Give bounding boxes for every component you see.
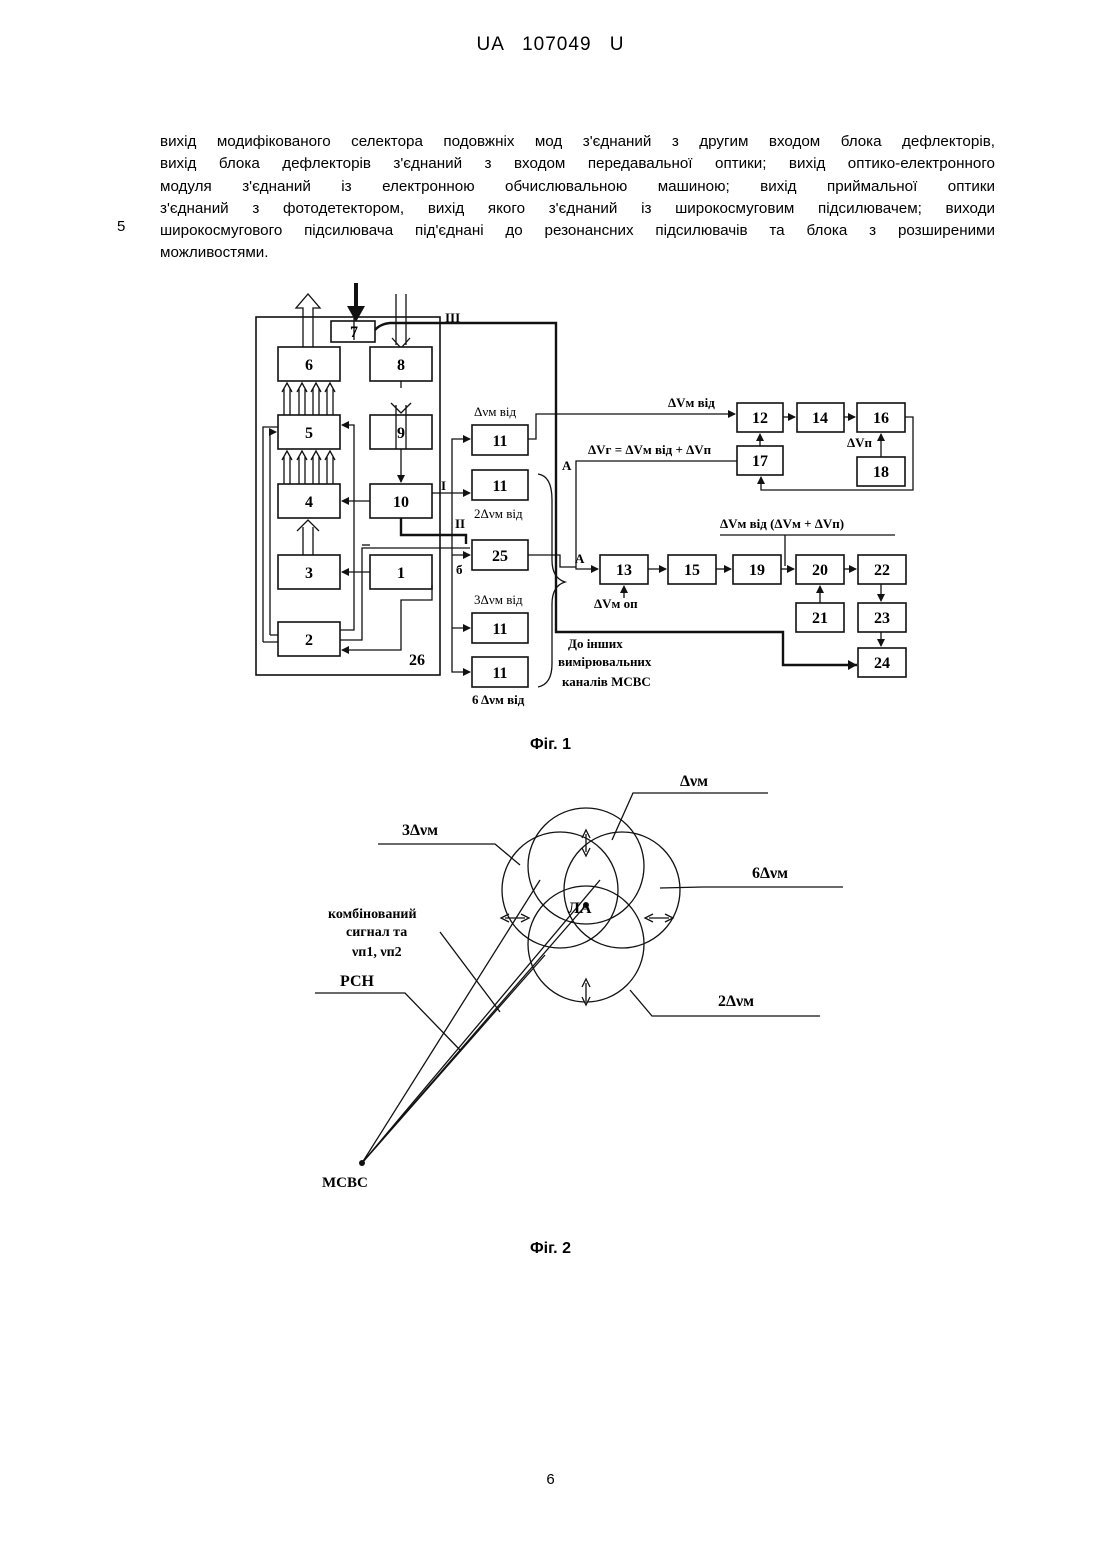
num-23: 23 [874, 610, 890, 627]
num-9: 9 [397, 425, 405, 442]
num-17: 17 [752, 453, 768, 470]
num-25: 25 [492, 548, 508, 565]
label-dvp: ΔVп [847, 435, 873, 450]
label-b: б [456, 562, 463, 577]
label-formula-20: ΔVм від (ΔVм + ΔVп) [720, 516, 844, 531]
num-19: 19 [749, 562, 765, 579]
num-5: 5 [305, 425, 313, 442]
num-11: 11 [492, 665, 507, 682]
label-A-bottom: А [575, 551, 585, 566]
num-11: 11 [492, 478, 507, 495]
label-combined-3: νп1, νп2 [351, 945, 402, 960]
num-15: 15 [684, 562, 700, 579]
label-2dvm: 2Δνм [718, 993, 754, 1010]
label-la: ЛА [568, 900, 592, 917]
num-21: 21 [812, 610, 828, 627]
label-A-top: А [562, 458, 572, 473]
label-ch3: 3Δνм від [474, 592, 523, 607]
label-II: II [455, 516, 465, 531]
num-11: 11 [492, 433, 507, 450]
rays [362, 880, 600, 1163]
label-combined-2: сигнал та [346, 925, 407, 940]
label-3dvm: 3Δνм [402, 822, 438, 839]
figure-1-caption: Фіг. 1 [0, 736, 1101, 754]
label-dvm: Δνм [680, 773, 708, 790]
label-ch6: 6 Δνм від [472, 692, 525, 707]
num-20: 20 [812, 562, 828, 579]
num-2: 2 [305, 632, 313, 649]
source-point [359, 1160, 365, 1166]
num-4: 4 [305, 494, 313, 511]
num-14: 14 [812, 410, 828, 427]
double-arrows [501, 830, 673, 1005]
line-III [375, 323, 857, 665]
brace-text-1: До інших [568, 636, 623, 651]
label-III: III [445, 310, 460, 325]
num-3: 3 [305, 565, 313, 582]
fig1-labels: III I II б А А Δνм від 2Δνм від 3Δνм від… [441, 310, 873, 707]
num-24: 24 [874, 655, 890, 672]
label-formula-17: ΔVг = ΔVм від + ΔVп [588, 442, 712, 457]
num-18: 18 [873, 464, 889, 481]
num-12: 12 [752, 410, 768, 427]
figure-2-diagram: Δνм 3Δνм 6Δνм 2Δνм ЛА комбінований сигна… [315, 773, 843, 1191]
brace-text-3: каналів МСВС [562, 674, 651, 689]
circle-3dvm [502, 832, 618, 948]
circle-6dvm [564, 832, 680, 948]
num-22: 22 [874, 562, 890, 579]
num-7: 7 [350, 324, 358, 341]
label-rsn: РСН [340, 973, 375, 990]
label-ch2: 2Δνм від [474, 506, 523, 521]
num-26: 26 [409, 652, 425, 669]
num-6: 6 [305, 357, 313, 374]
num-8: 8 [397, 357, 405, 374]
num-10: 10 [393, 494, 409, 511]
label-mcbc: МСВС [322, 1175, 368, 1191]
page-number: 6 [0, 1471, 1101, 1488]
label-combined-1: комбінований [328, 907, 417, 922]
label-I: I [441, 478, 446, 493]
num-16: 16 [873, 410, 889, 427]
label-6dvm: 6Δνм [752, 865, 788, 882]
num-1: 1 [397, 565, 405, 582]
figure-2-caption: Фіг. 2 [0, 1240, 1101, 1258]
brace-text-2: вимірювальних [558, 654, 652, 669]
num-11: 11 [492, 621, 507, 638]
label-dvm-top: ΔVм від [668, 395, 715, 410]
label-ch1: Δνм від [474, 404, 516, 419]
num-13: 13 [616, 562, 632, 579]
label-dvm-op: ΔVм оп [594, 596, 638, 611]
